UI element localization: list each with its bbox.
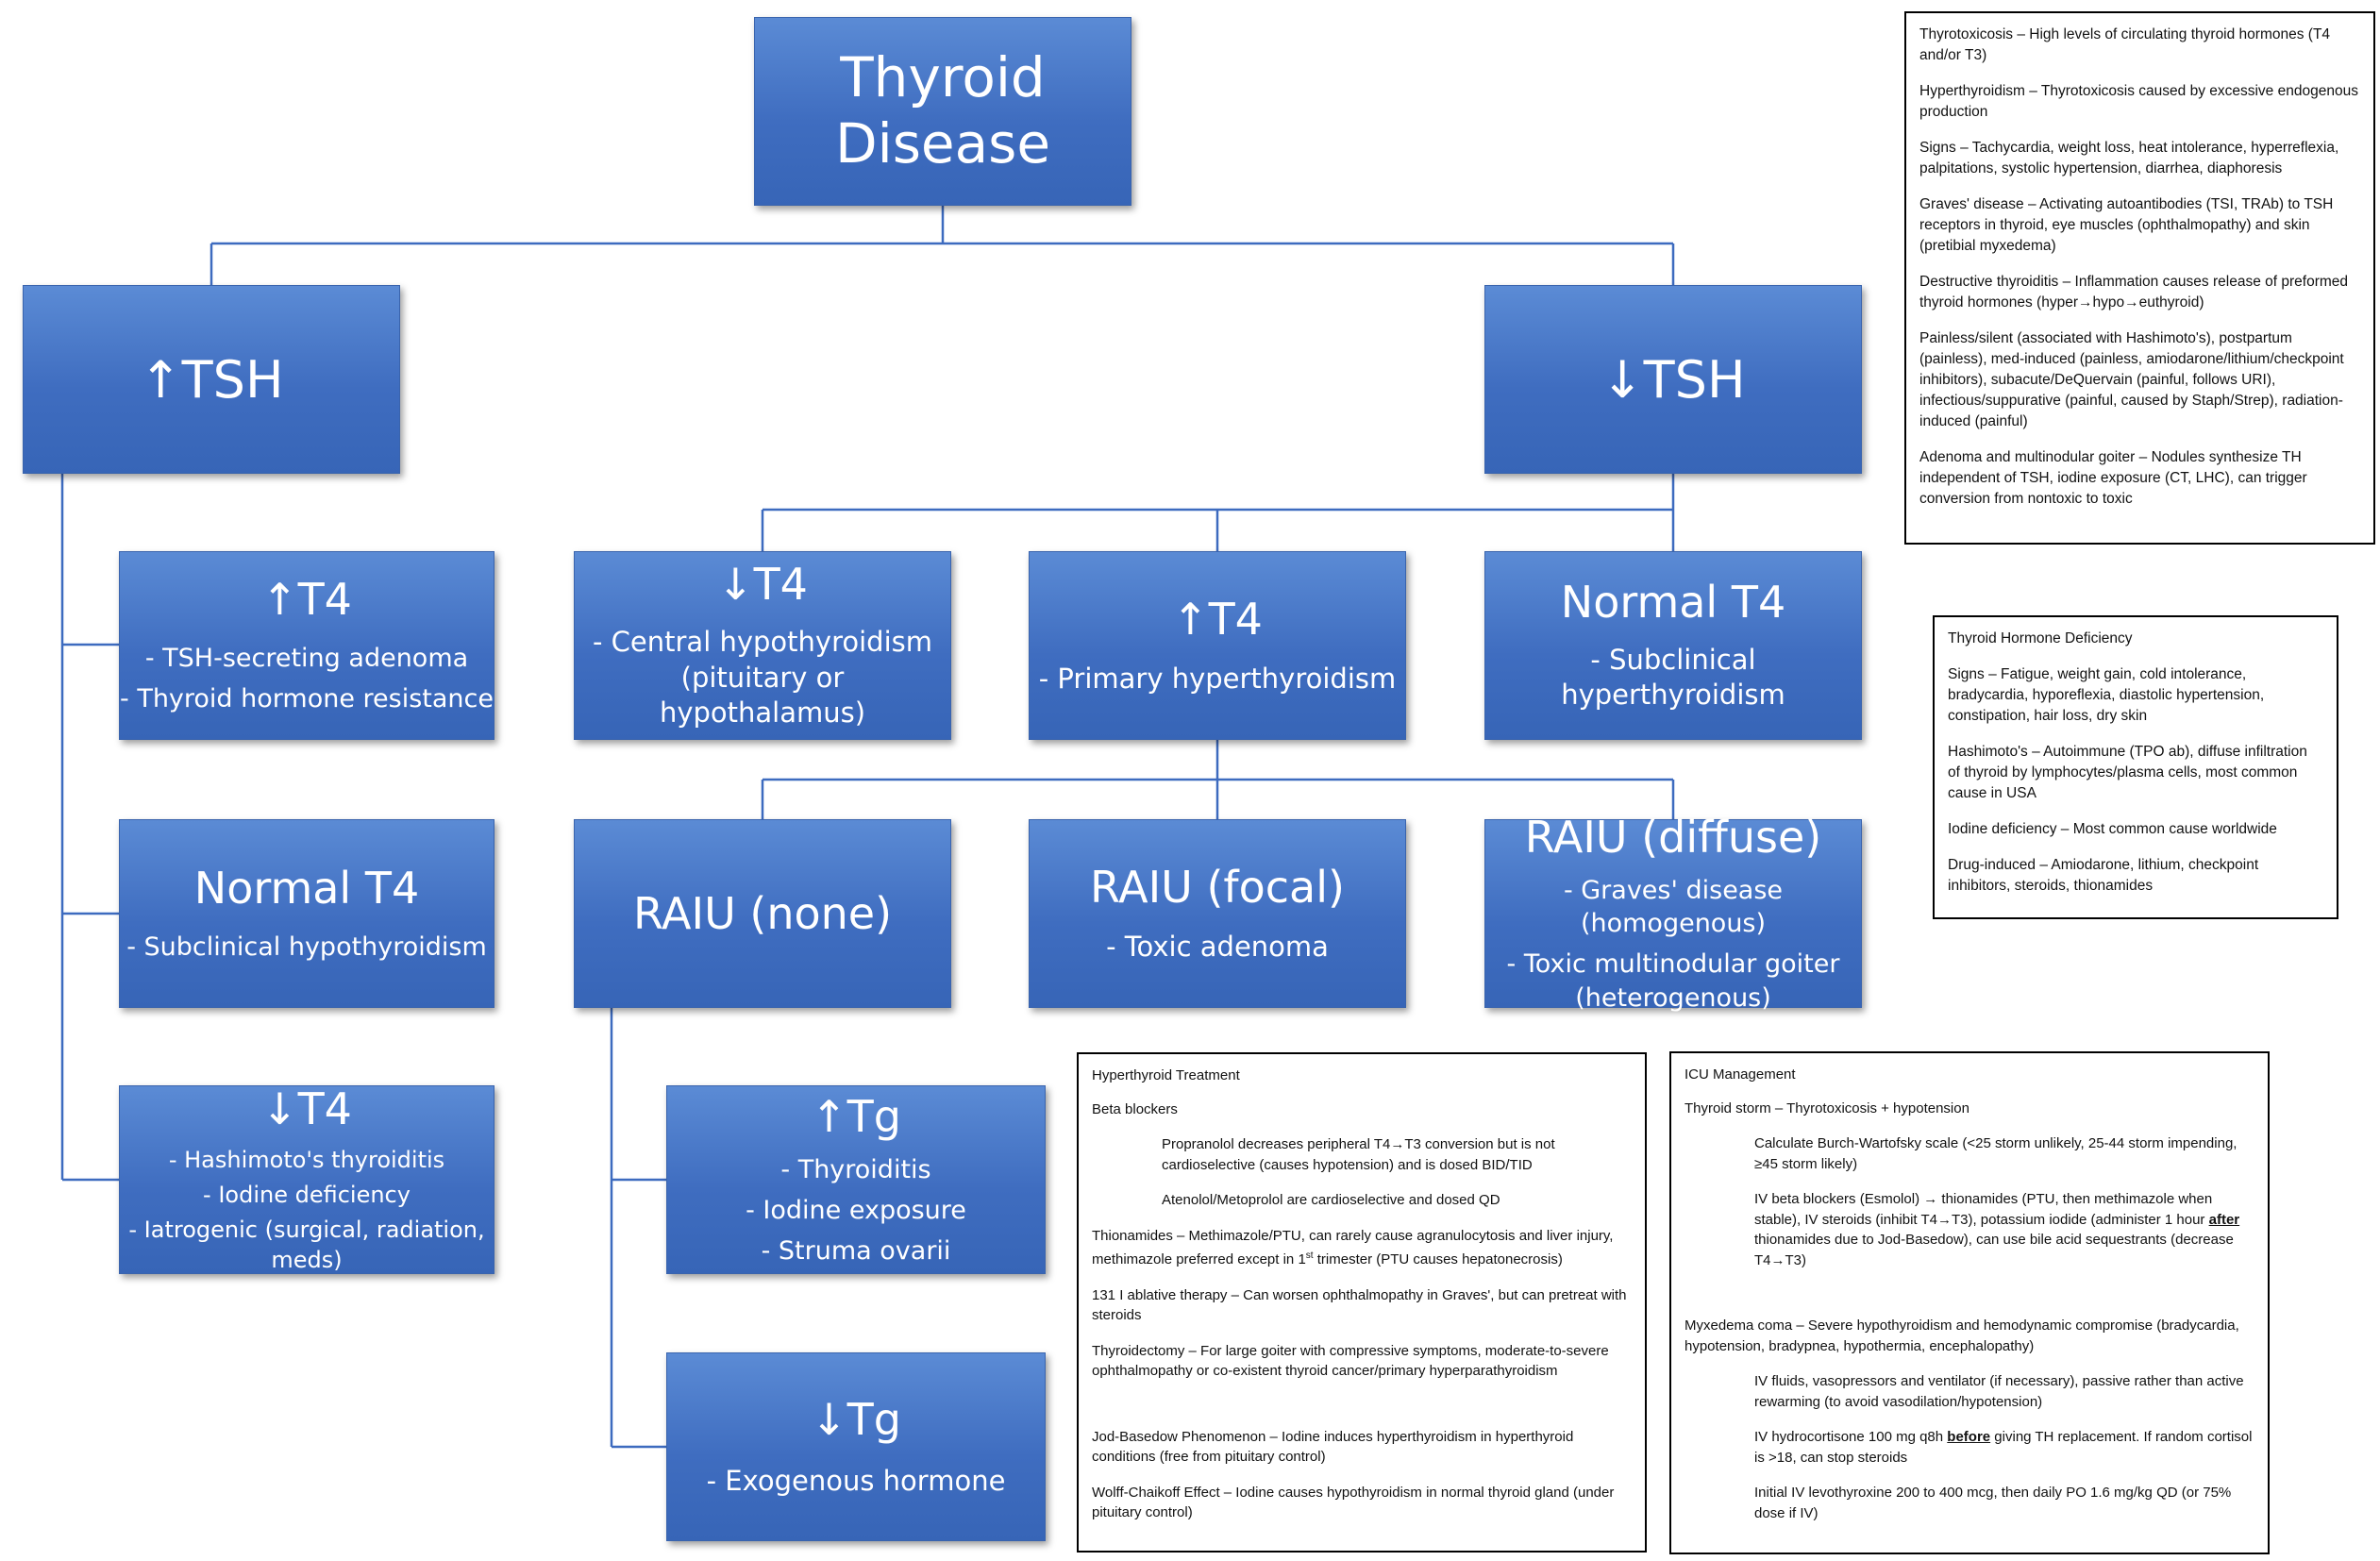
box-item: - Struma ovarii	[761, 1235, 951, 1266]
note-paragraph: Destructive thyroiditis – Inflammation c…	[1919, 274, 2349, 311]
box-item: - Central hypothyroidism	[592, 625, 932, 658]
box-heading: Normal T4	[193, 863, 420, 914]
high-tsh-high-t4-box: ↑T4 - TSH-secreting adenoma - Thyroid ho…	[119, 551, 494, 740]
note-heading: ICU Management	[1684, 1066, 1796, 1083]
note-paragraph: Calculate Burch-Wartofsky scale (<25 sto…	[1754, 1135, 2238, 1172]
box-item: - Iatrogenic (surgical, radiation, meds)	[128, 1217, 485, 1273]
connector-raiu-tg	[610, 1008, 666, 1449]
connector-title-branches	[210, 198, 1675, 285]
box-heading: ↓Tg	[811, 1393, 901, 1445]
note-heading: Hyperthyroid Treatment	[1092, 1067, 1240, 1083]
title-line-2: Disease	[834, 111, 1051, 176]
box-item: - TSH-secreting adenoma	[144, 644, 469, 674]
note-emphasis: before	[1947, 1429, 1991, 1445]
high-tsh-heading: ↑TSH	[139, 349, 284, 410]
note-paragraph: Wolff-Chaikoff Effect – Iodine causes hy…	[1092, 1484, 1615, 1521]
title-line-1: Thyroid	[840, 45, 1046, 110]
note-paragraph: Beta blockers	[1092, 1100, 1178, 1117]
box-heading: ↓T4	[261, 1083, 352, 1135]
note-paragraph: Hyperthyroidism – Thyrotoxicosis caused …	[1919, 83, 2358, 120]
high-tsh-box: ↑TSH	[23, 285, 400, 474]
note-paragraph: Propranolol decreases peripheral T4→T3 c…	[1092, 1134, 1632, 1175]
box-item: (heterogenous)	[1575, 982, 1771, 1013]
box-heading: ↑T4	[1172, 593, 1263, 645]
box-item: - Exogenous hormone	[706, 1464, 1006, 1497]
box-heading: ↑T4	[261, 574, 352, 626]
connector-low-tsh	[761, 472, 1675, 551]
note-paragraph: Signs – Fatigue, weight gain, cold intol…	[1948, 666, 2265, 724]
note-text: T3 conversion but is not cardioselective…	[1162, 1136, 1555, 1173]
treatment-note: Hyperthyroid Treatment Beta blockers Pro…	[1077, 1052, 1647, 1553]
note-paragraph: Hashimoto's – Autoimmune (TPO ab), diffu…	[1948, 744, 2307, 801]
box-item: (pituitary or hypothalamus)	[659, 661, 866, 730]
box-heading: ↑Tg	[811, 1090, 901, 1142]
note-paragraph: Painless/silent (associated with Hashimo…	[1919, 330, 2344, 429]
arrow-icon: →	[1390, 1136, 1405, 1152]
box-item: - Thyroid hormone resistance	[120, 684, 494, 714]
box-item: - Subclinical	[1590, 643, 1756, 676]
high-tsh-low-t4-box: ↓T4 - Hashimoto's thyroiditis - Iodine d…	[119, 1083, 494, 1274]
low-tsh-heading: ↓TSH	[1601, 349, 1746, 410]
connector-high-t4-raiu	[761, 740, 1675, 819]
note-paragraph: Iodine deficiency – Most common cause wo…	[1948, 821, 2277, 837]
box-item: - Iodine exposure	[746, 1195, 966, 1225]
box-item: - Thyroiditis	[780, 1154, 931, 1184]
note-paragraph: Initial IV levothyroxine 200 to 400 mcg,…	[1754, 1485, 2232, 1521]
raiu-none-box: RAIU (none)	[574, 819, 951, 1008]
title-box: Thyroid Disease	[754, 17, 1131, 206]
raiu-diffuse-box: RAIU (diffuse) - Graves' disease (homoge…	[1484, 813, 1862, 1013]
low-tg-box: ↓Tg - Exogenous hormone	[666, 1352, 1046, 1541]
box-item: - Hashimoto's thyroiditis	[168, 1147, 445, 1174]
note-paragraph: 131 I ablative therapy – Can worsen opht…	[1092, 1286, 1627, 1324]
note-paragraph: Myxedema coma – Severe hypothyroidism an…	[1684, 1318, 2239, 1354]
box-item: - Graves' disease (homogenous)	[1563, 876, 1784, 939]
thyrotoxicosis-note: Thyrotoxicosis – High levels of circulat…	[1904, 11, 2375, 545]
note-paragraph: IV fluids, vasopressors and ventilator (…	[1754, 1373, 2244, 1410]
note-paragraph: Jod-Basedow Phenomenon – Iodine induces …	[1092, 1428, 1574, 1466]
note-paragraph: Adenoma and multinodular goiter – Nodule…	[1919, 449, 2307, 507]
note-text: IV beta blockers (Esmolol) → thionamides…	[1754, 1191, 2213, 1228]
box-item: - Iodine deficiency	[203, 1182, 411, 1209]
note-text: Propranolol decreases peripheral T4	[1162, 1136, 1391, 1152]
note-paragraph: Thyrotoxicosis – High levels of circulat…	[1919, 26, 2331, 63]
deficiency-note: Thyroid Hormone Deficiency Signs – Fatig…	[1933, 615, 2338, 919]
high-tg-box: ↑Tg - Thyroiditis - Iodine exposure - St…	[666, 1085, 1046, 1274]
note-heading: Thyroid Hormone Deficiency	[1948, 630, 2133, 646]
icu-note: ICU Management Thyroid storm – Thyrotoxi…	[1669, 1051, 2270, 1554]
note-emphasis: after	[2208, 1211, 2240, 1228]
low-tsh-normal-t4-box: Normal T4 - Subclinical hyperthyroidism	[1484, 551, 1862, 740]
box-heading: Normal T4	[1560, 576, 1786, 628]
box-item: hyperthyroidism	[1561, 679, 1785, 712]
note-superscript: st	[1305, 1250, 1314, 1261]
note-text: giving TH replacement. If random cortiso…	[1754, 1429, 2253, 1466]
box-heading: ↓T4	[717, 559, 808, 611]
note-paragraph: Signs – Tachycardia, weight loss, heat i…	[1919, 140, 2339, 176]
box-item: - Toxic adenoma	[1106, 930, 1329, 963]
box-heading: RAIU (focal)	[1090, 861, 1345, 913]
note-paragraph: IV hydrocortisone 100 mg q8h before givi…	[1684, 1427, 2254, 1468]
note-paragraph: Thyroidectomy – For large goiter with co…	[1092, 1342, 1609, 1380]
connector-high-tsh	[60, 472, 119, 1182]
note-text: Thionamides – Methimazole/PTU, can rarel…	[1092, 1227, 1614, 1268]
box-item: - Toxic multinodular goiter	[1506, 949, 1840, 980]
box-heading: RAIU (none)	[632, 887, 893, 939]
low-tsh-high-t4-box: ↑T4 - Primary hyperthyroidism	[1029, 551, 1406, 740]
box-item: - Primary hyperthyroidism	[1038, 662, 1397, 695]
note-text: thionamides due to Jod-Basedow), can use…	[1754, 1232, 2234, 1268]
note-paragraph: Atenolol/Metoprolol are cardioselective …	[1162, 1192, 1500, 1208]
low-tsh-box: ↓TSH	[1484, 285, 1862, 474]
note-text: IV hydrocortisone 100 mg q8h	[1754, 1429, 1948, 1445]
box-item: - Subclinical hypothyroidism	[126, 932, 487, 962]
note-paragraph: Graves' disease – Activating autoantibod…	[1919, 196, 2334, 254]
low-tsh-low-t4-box: ↓T4 - Central hypothyroidism (pituitary …	[574, 551, 951, 740]
note-paragraph: Thionamides – Methimazole/PTU, can rarel…	[1092, 1226, 1632, 1270]
note-paragraph: Thyroid storm – Thyrotoxicosis + hypoten…	[1684, 1099, 1969, 1116]
high-tsh-normal-t4-box: Normal T4 - Subclinical hypothyroidism	[119, 819, 494, 1008]
note-paragraph: Drug-induced – Amiodarone, lithium, chec…	[1948, 857, 2259, 894]
raiu-focal-box: RAIU (focal) - Toxic adenoma	[1029, 819, 1406, 1008]
note-paragraph: IV beta blockers (Esmolol) → thionamides…	[1684, 1189, 2254, 1270]
box-heading: RAIU (diffuse)	[1524, 812, 1822, 864]
note-text: trimester (PTU causes hepatonecrosis)	[1313, 1251, 1563, 1267]
